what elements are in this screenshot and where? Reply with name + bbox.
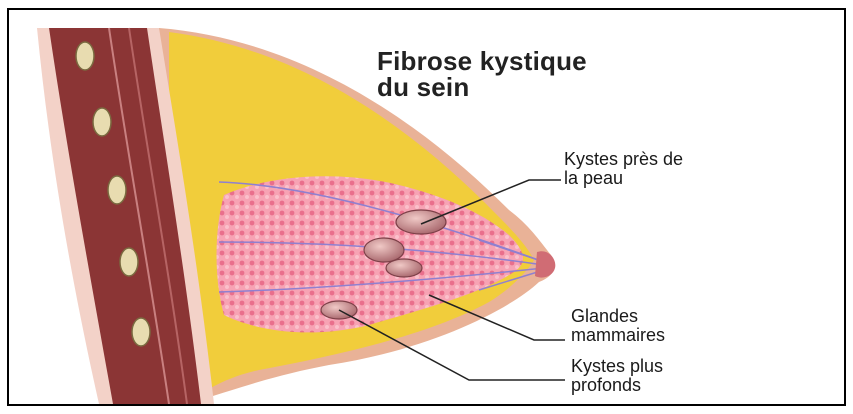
- label-cysts-near-skin: Kystes près de la peau: [564, 150, 683, 188]
- title-line-1: Fibrose kystique: [377, 48, 697, 74]
- diagram-title: Fibrose kystique du sein: [377, 48, 697, 100]
- label-deep-cysts: Kystes plus profonds: [571, 357, 663, 395]
- nipple: [535, 251, 555, 277]
- title-line-2: du sein: [377, 74, 697, 100]
- label-mammary-glands: Glandes mammaires: [571, 307, 665, 345]
- diagram-frame: Fibrose kystique du sein Kystes près de …: [7, 8, 846, 406]
